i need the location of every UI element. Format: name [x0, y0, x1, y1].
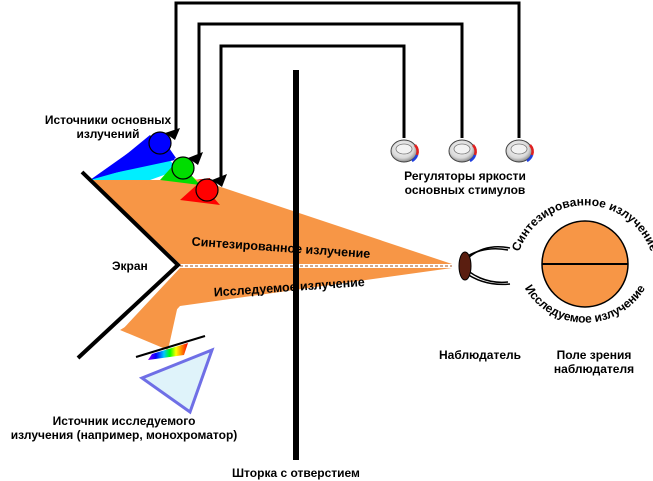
eye-icon: [458, 246, 511, 286]
primary-sources-line1: Источники основных: [44, 113, 172, 127]
primary-sources-line2: излучений: [76, 127, 140, 141]
field-of-view-line1: Поле зрения: [556, 348, 632, 362]
shutter-label: Шторка с отверстием: [232, 466, 360, 480]
brightness-regulators-line1: Регуляторы яркости: [404, 169, 526, 183]
test-source-line2: излучения (например, монохроматор): [10, 428, 238, 442]
field-of-view-label: Поле зрения наблюдателя: [540, 348, 648, 376]
screen: [76, 170, 181, 360]
wire-blue: [174, 1, 521, 138]
wire-red: [219, 44, 406, 178]
wire-green: [197, 22, 464, 158]
field-of-view: [541, 220, 629, 308]
test-source-line1: Источник исследуемого: [52, 414, 196, 428]
test-beam-lower: [120, 268, 180, 350]
wires: [174, 1, 521, 178]
spectrum-line: [135, 335, 206, 358]
brightness-regulators-line2: основных стимулов: [404, 183, 526, 197]
regulator-knob-2[interactable]: [448, 139, 477, 163]
source-blue: [100, 128, 180, 176]
test-source-label: Источник исследуемого излучения (наприме…: [0, 414, 248, 442]
source-red: [180, 174, 227, 205]
prism: [138, 347, 215, 415]
observer-label: Наблюдатель: [438, 348, 521, 362]
regulator-knob-3[interactable]: [505, 139, 534, 163]
primary-sources-label: Источники основных излучений: [28, 113, 188, 141]
screen-label: Экран: [112, 259, 148, 273]
synthesized-beam: [92, 180, 452, 264]
source-green: [160, 152, 203, 185]
regulator-knob-1[interactable]: [390, 139, 419, 163]
brightness-regulators-label: Регуляторы яркости основных стимулов: [385, 169, 545, 197]
test-beam: [122, 268, 452, 350]
field-of-view-line2: наблюдателя: [553, 362, 635, 376]
spectrum-strip: [148, 343, 188, 360]
